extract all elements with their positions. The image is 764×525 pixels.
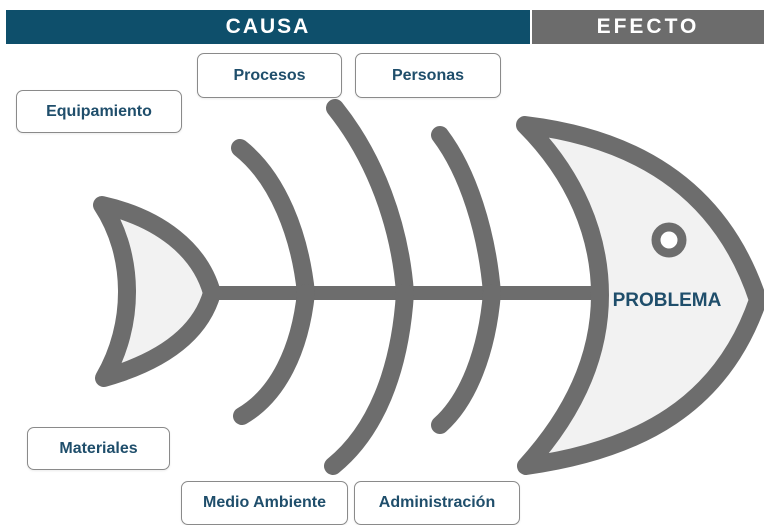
category-label: Equipamiento [46, 102, 152, 120]
effect-header: EFECTO [532, 10, 764, 44]
category-administracion: Administración [354, 481, 520, 525]
category-materiales: Materiales [27, 427, 170, 470]
problem-text: PROBLEMA [612, 290, 722, 311]
fish-head [516, 116, 764, 475]
rib-lower-2 [324, 284, 414, 475]
rib-upper-3 [431, 126, 501, 302]
cause-header-label: CAUSA [225, 15, 311, 38]
rib-lower-1 [233, 284, 315, 425]
category-label: Administración [378, 494, 496, 511]
category-personas: Personas [355, 53, 501, 98]
effect-header-label: EFECTO [596, 15, 700, 38]
category-procesos: Procesos [197, 53, 342, 98]
category-label: Procesos [233, 66, 306, 84]
rib-upper-2 [326, 99, 414, 302]
rib-lower-3 [431, 284, 501, 434]
category-label: Materiales [59, 439, 138, 457]
category-equipamiento: Equipamiento [16, 90, 182, 133]
category-label: Medio Ambiente [203, 494, 326, 511]
fish-tail [93, 196, 221, 387]
cause-header: CAUSA [6, 10, 530, 44]
rib-upper-1 [231, 139, 315, 302]
problem-label: PROBLEMA [603, 286, 731, 316]
category-label: Personas [391, 66, 465, 84]
category-medio-ambiente: Medio Ambiente [181, 481, 348, 525]
fish-eye [651, 222, 687, 258]
